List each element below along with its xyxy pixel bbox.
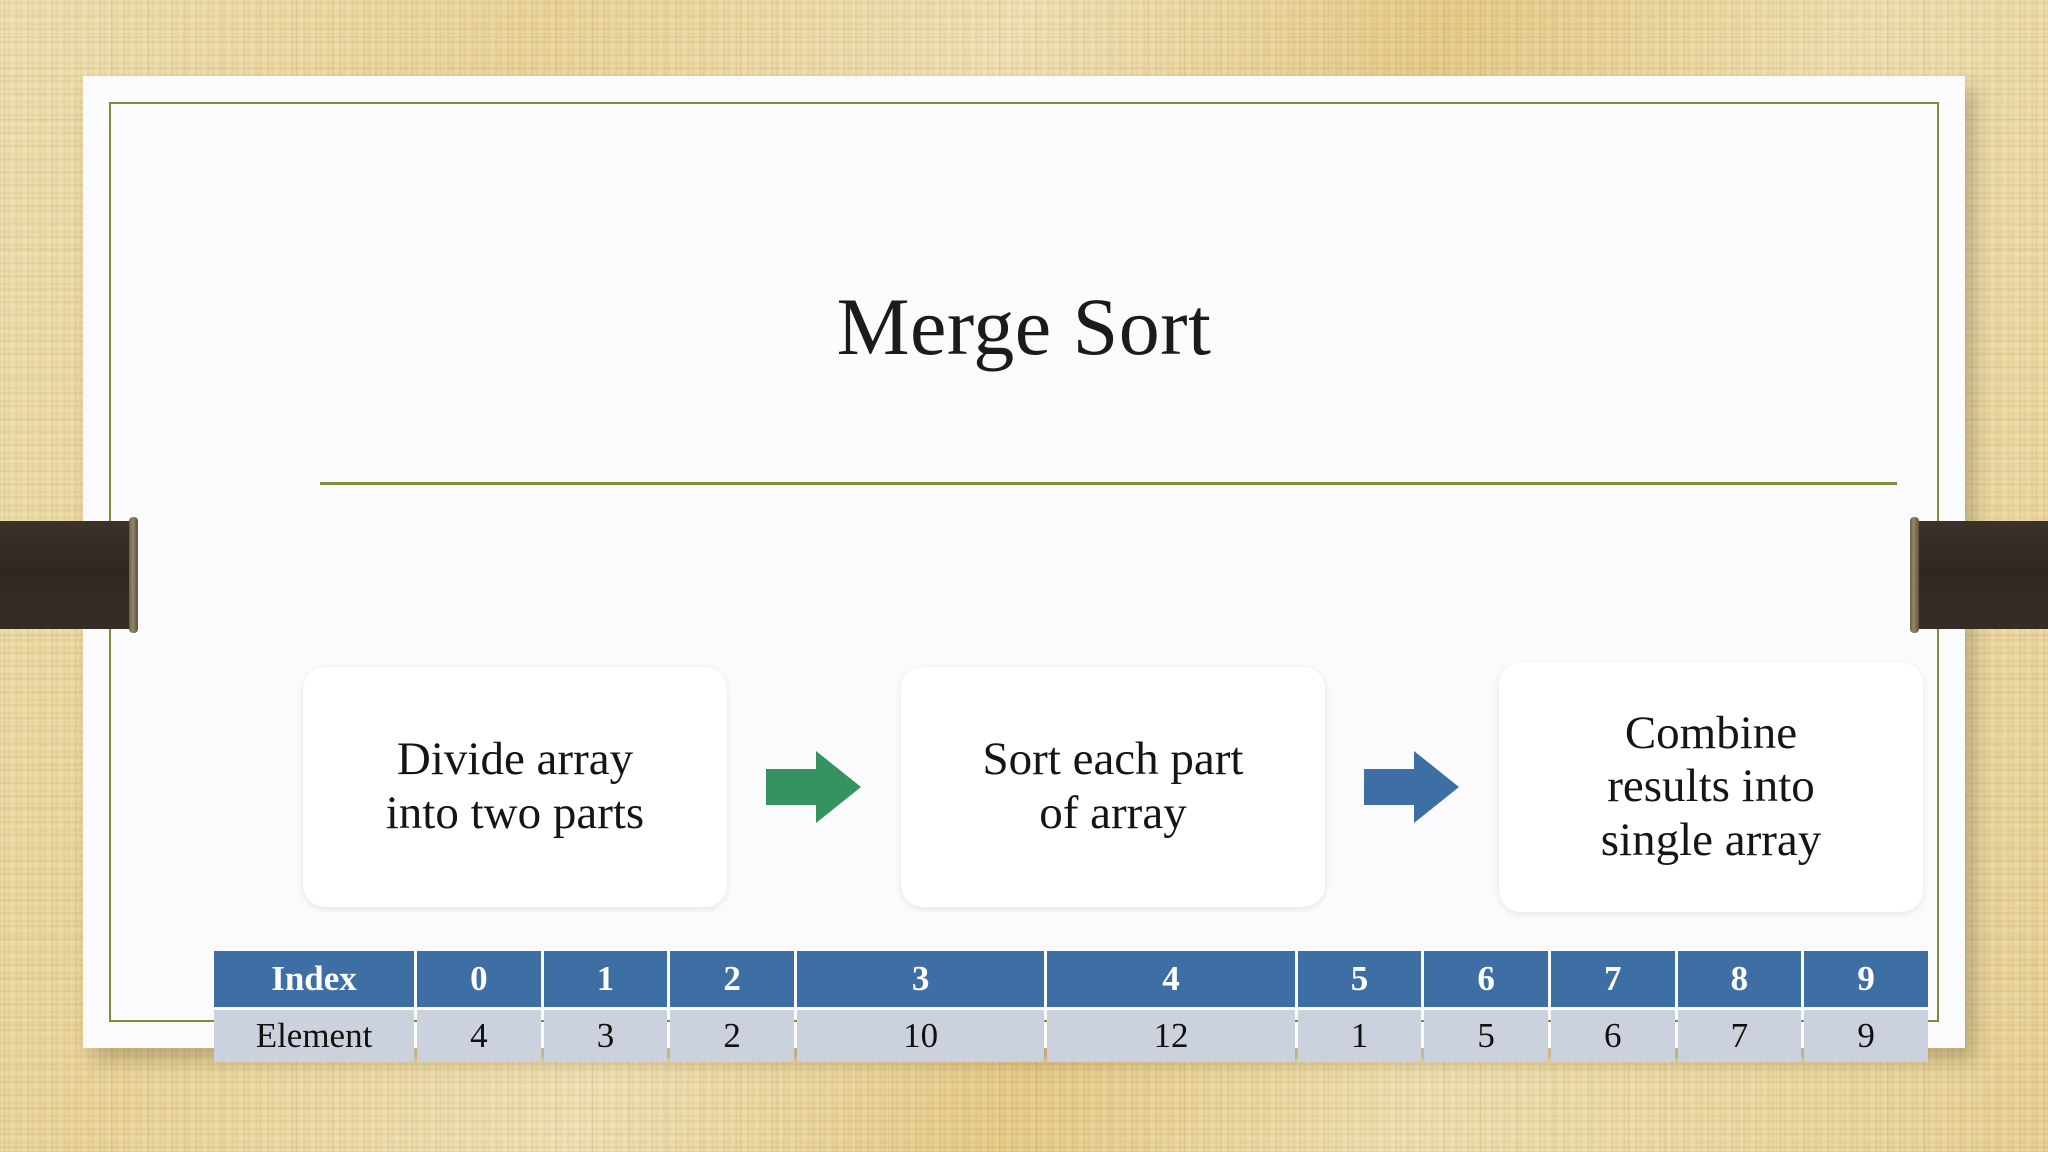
process-step-combine-line-2: results into	[1607, 760, 1815, 813]
table-cell-index: 9	[1804, 951, 1928, 1007]
table-cell-element: 12	[1047, 1010, 1295, 1062]
title-divider	[320, 482, 1897, 485]
table-cell-index: 3	[796, 951, 1045, 1007]
table-cell-index: 1	[543, 951, 668, 1007]
table-cell-element: 1	[1297, 1010, 1422, 1062]
side-clip-left-cap	[129, 517, 138, 633]
table-cell-element: 6	[1550, 1010, 1675, 1062]
side-clip-right	[1910, 517, 2048, 633]
process-flow: Divide array into two parts Sort each pa…	[303, 662, 1923, 912]
table-cell-index: 2	[670, 951, 794, 1007]
table-cell-element: 9	[1804, 1010, 1928, 1062]
process-step-divide[interactable]: Divide array into two parts	[303, 667, 727, 907]
table-cell-index: 4	[1047, 951, 1295, 1007]
process-step-sort-line-1: Sort each part	[982, 733, 1244, 786]
table-cell-element: 10	[796, 1010, 1045, 1062]
table-cell-element: 5	[1424, 1010, 1548, 1062]
page-title: Merge Sort	[836, 281, 1212, 372]
right-arrow-icon-blue	[1364, 751, 1459, 823]
table-row-label: Element	[214, 1010, 414, 1062]
process-step-divide-text: Divide array into two parts	[386, 733, 644, 840]
process-step-sort-text: Sort each part of array	[982, 733, 1243, 840]
table-cell-element: 2	[670, 1010, 794, 1062]
table-header-label: Index	[214, 951, 414, 1007]
process-step-combine[interactable]: Combine results into single array	[1499, 662, 1923, 912]
process-step-sort[interactable]: Sort each part of array	[901, 667, 1325, 907]
process-step-combine-text: Combine results into single array	[1601, 707, 1822, 868]
table-cell-index: 8	[1677, 951, 1802, 1007]
right-arrow-icon-green	[766, 751, 861, 823]
slide-card: Merge Sort Divide array into two parts S…	[83, 76, 1965, 1062]
table-cell-element: 4	[417, 1010, 541, 1062]
process-step-divide-line-1: Divide array	[396, 733, 634, 786]
process-step-combine-line-3: single array	[1600, 813, 1822, 866]
table-cell-index: 6	[1424, 951, 1548, 1007]
table-cell-index: 0	[417, 951, 541, 1007]
table-cell-element: 7	[1677, 1010, 1802, 1062]
side-clip-left	[0, 517, 138, 633]
process-step-combine-line-1: Combine	[1624, 706, 1798, 759]
table-cell-element: 3	[543, 1010, 668, 1062]
table-cell-index: 5	[1297, 951, 1422, 1007]
side-clip-right-cap	[1910, 517, 1919, 633]
table-cell-index: 7	[1550, 951, 1675, 1007]
process-step-divide-line-2: into two parts	[385, 787, 645, 839]
process-step-sort-line-2: of array	[1039, 787, 1187, 839]
